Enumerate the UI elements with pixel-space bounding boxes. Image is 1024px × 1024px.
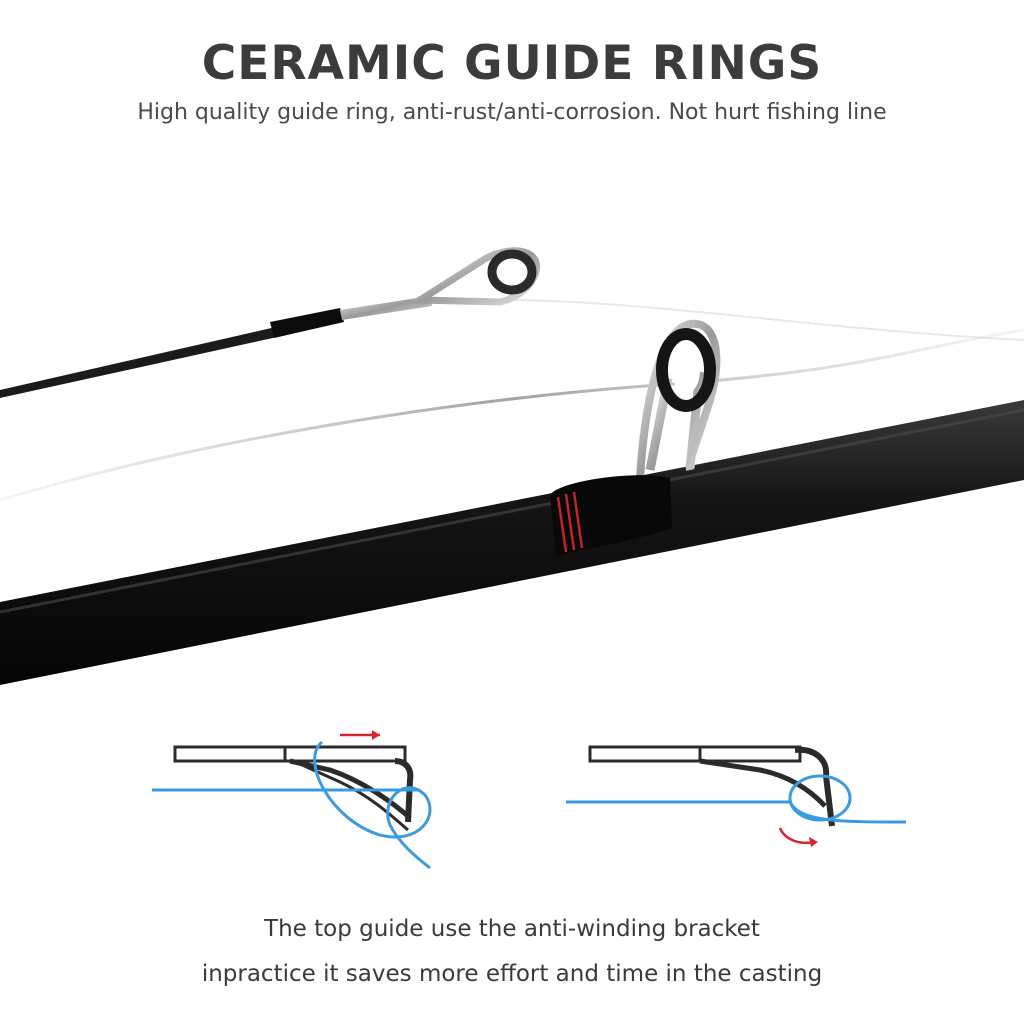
thread-wrap [556,491,584,553]
rod-tip [0,247,540,398]
fishing-line-upper [499,299,1024,341]
line-right [566,800,907,824]
page-title: CERAMIC GUIDE RINGS [201,36,823,91]
line-tangle [313,740,432,870]
line-loop [788,774,852,822]
guide-ring [550,319,721,556]
page-subtitle: High quality guide ring, anti-rust/anti-… [137,100,887,125]
fishing-line [0,328,1024,502]
diagram-left [152,730,432,870]
footer-line-2: inpractice it saves more effort and time… [201,961,823,987]
rod-blank [0,400,1024,685]
footer-line-1: The top guide use the anti-winding brack… [264,916,760,942]
diagram-right [566,745,907,847]
